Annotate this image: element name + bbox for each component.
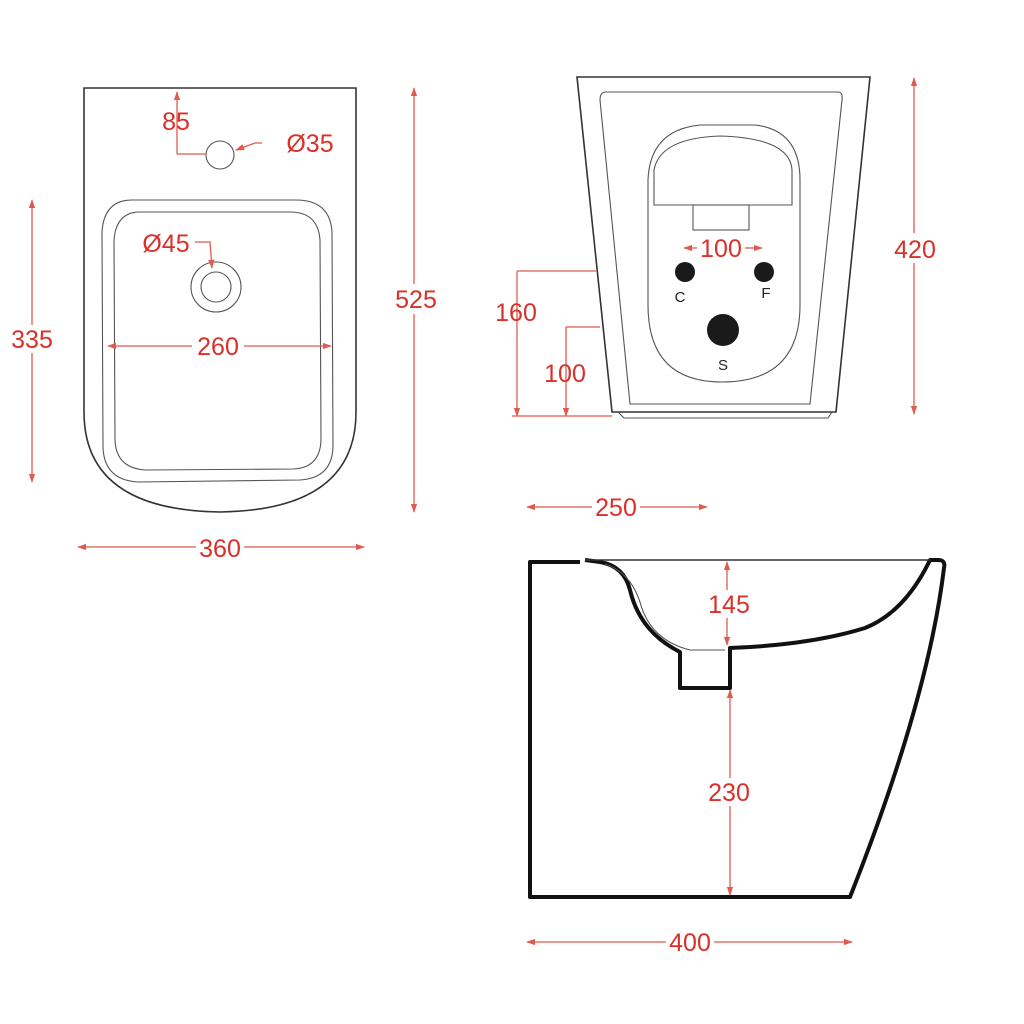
top-view-outline [83,87,357,513]
dim-drain-leader [195,241,215,269]
connection-f [754,262,774,282]
bowl-outer-rim [101,199,334,483]
dim-250-label: 250 [595,494,637,522]
drain-inner [200,271,232,303]
back-view-base [617,411,833,419]
label-c: C [675,289,686,306]
dim-335-label: 335 [11,326,53,354]
back-view-inner-frame [599,91,843,405]
back-view: C F S [576,76,871,419]
side-view [528,558,947,899]
dim-420-label: 420 [894,236,936,264]
side-view-section [528,558,947,899]
dim-145-label: 145 [708,591,750,619]
dim-400-label: 400 [669,929,711,957]
dim-100-side-label: 100 [544,360,586,388]
dim-160-label: 160 [495,299,537,327]
bowl-inner-rim [113,211,322,471]
dim-525-label: 525 [395,286,437,314]
tap-hole [205,140,235,170]
label-s: S [718,357,728,374]
side-view-bowl-inner [604,563,725,651]
dimension-labels: 85 Ø35 Ø45 260 335 525 360 100 420 160 1… [11,108,939,957]
back-recess [647,124,801,383]
dim-360-label: 360 [199,535,241,563]
back-recess-outlet [692,204,750,231]
label-f: F [761,285,770,302]
dim-230-label: 230 [708,779,750,807]
dim-260-label: 260 [197,333,239,361]
dim-drain-label: Ø45 [142,230,189,258]
dim-tap-hole-label: Ø35 [286,130,333,158]
dim-85-label: 85 [162,108,190,136]
back-recess-cap [653,135,793,206]
connection-s [707,314,739,346]
drain-outer [190,261,242,313]
dim-100-top-label: 100 [700,235,742,263]
back-view-outline [576,76,871,413]
connection-c [675,262,695,282]
top-view [83,87,357,513]
dimension-lines [28,77,918,946]
